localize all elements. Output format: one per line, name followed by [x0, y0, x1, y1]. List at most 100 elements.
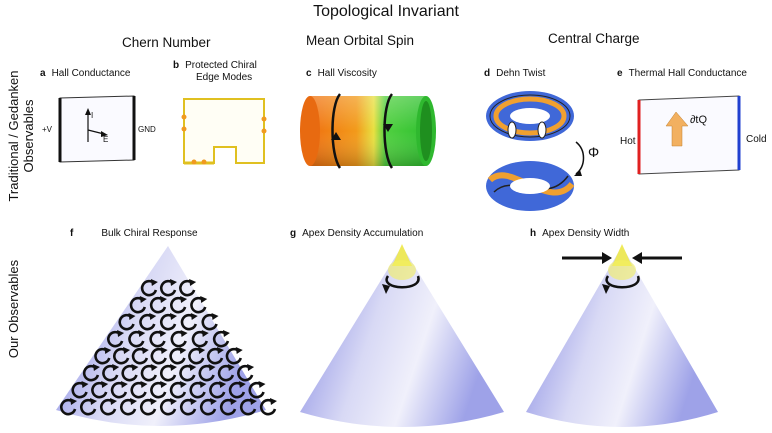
- swirl-arrowhead: [112, 364, 120, 371]
- swirl-arrowhead: [227, 364, 235, 371]
- swirl-arrowhead: [123, 347, 131, 354]
- swirl-arrow: [82, 364, 100, 382]
- swirl-arrowhead: [138, 330, 146, 337]
- swirl-arrow: [120, 398, 137, 416]
- panel-d-letter: d: [484, 68, 491, 79]
- swirl-arrow: [121, 364, 138, 382]
- panel-d-phi-symbol: Φ: [588, 144, 600, 160]
- column-heading-central-charge: Central Charge: [548, 31, 640, 46]
- swirl-arrowhead: [139, 296, 147, 303]
- panel-f-cone: [56, 246, 277, 426]
- swirl-arrow: [237, 364, 254, 382]
- panel-f-swirl-arrows: [60, 279, 277, 416]
- swirl-arrow: [228, 381, 246, 399]
- row-label-our-observables: Our Observables: [6, 259, 21, 359]
- swirl-arrowhead: [269, 398, 277, 405]
- panel-b-title-line2: Edge Modes: [196, 72, 253, 83]
- swirl-arrowhead: [170, 279, 177, 286]
- swirl-arrowhead: [140, 381, 148, 388]
- swirl-arrow: [169, 347, 186, 365]
- swirl-arrow: [110, 381, 128, 399]
- swirl-arrow: [179, 398, 197, 416]
- swirl-arrow: [219, 398, 237, 416]
- swirl-arrow: [113, 347, 130, 365]
- swirl-arrowhead: [189, 364, 197, 371]
- swirl-arrowhead: [131, 364, 139, 371]
- swirl-arrow: [102, 364, 119, 382]
- swirl-arrow: [179, 279, 196, 297]
- column-heading-chern-number: Chern Number: [122, 35, 211, 50]
- swirl-arrowhead: [235, 347, 243, 354]
- swirl-arrowhead: [160, 381, 168, 388]
- swirl-arrow: [100, 398, 117, 416]
- swirl-arrowhead: [222, 330, 230, 337]
- swirl-arrow: [169, 381, 187, 399]
- swirl-arrow: [199, 398, 217, 416]
- swirl-arrow: [118, 313, 135, 331]
- panel-g-cone: [300, 244, 504, 427]
- swirl-arrow: [160, 364, 177, 382]
- swirl-arrow: [149, 330, 166, 348]
- swirl-arrowhead: [179, 347, 187, 354]
- panel-g-letter: g: [290, 228, 297, 239]
- swirl-arrowhead: [200, 296, 208, 303]
- swirl-arrowhead: [209, 398, 217, 405]
- swirl-arrowhead: [149, 313, 157, 320]
- swirl-arrow: [80, 398, 97, 416]
- swirl-arrow: [190, 296, 207, 314]
- panel-h-cone: [526, 244, 718, 427]
- swirl-arrowhead: [180, 330, 188, 337]
- swirl-arrow: [107, 330, 124, 348]
- swirl-arrow: [170, 330, 187, 348]
- swirl-arrow: [150, 347, 167, 365]
- swirl-arrowhead: [170, 364, 177, 371]
- swirl-arrow: [180, 313, 198, 331]
- swirl-arrowhead: [120, 381, 128, 388]
- swirl-arrowhead: [189, 398, 197, 405]
- swirl-arrow: [191, 330, 209, 348]
- swirl-arrowhead: [258, 381, 266, 388]
- swirl-arrowhead: [180, 296, 188, 303]
- swirl-arrow: [189, 381, 206, 399]
- swirl-arrowhead: [110, 398, 118, 405]
- panel-a-field-label: E: [103, 135, 109, 144]
- swirl-arrow: [201, 313, 218, 331]
- panel-e-heat-flux-label: ∂tQ: [690, 114, 708, 126]
- swirl-arrowhead: [150, 398, 158, 405]
- swirl-arrowhead: [208, 364, 216, 371]
- row-label-traditional: Traditional / Gedanken Observables: [6, 66, 36, 206]
- panel-a-hall-bar: [58, 95, 136, 163]
- panel-a-current-label: I: [91, 111, 94, 120]
- panel-e-title: Thermal Hall Conductance: [628, 68, 747, 79]
- swirl-arrowhead: [211, 313, 219, 320]
- panel-e-thermal-bar: [637, 95, 741, 175]
- swirl-arrowhead: [229, 398, 237, 405]
- swirl-arrow: [129, 296, 147, 314]
- swirl-arrowhead: [130, 398, 138, 405]
- swirl-arrow: [131, 347, 149, 365]
- panel-a-ground-label: GND: [138, 125, 156, 134]
- swirl-arrow: [239, 398, 257, 416]
- swirl-arrowhead: [160, 347, 168, 354]
- swirl-arrow: [140, 279, 158, 297]
- swirl-arrowhead: [117, 330, 125, 337]
- panel-e-label: e Thermal Hall Conductance: [617, 68, 747, 79]
- swirl-arrowhead: [216, 347, 224, 354]
- swirl-arrow: [150, 381, 167, 399]
- swirl-arrow: [71, 381, 88, 399]
- panel-a-title: Hall Conductance: [51, 68, 131, 79]
- swirl-arrow: [170, 296, 187, 314]
- swirl-arrowhead: [104, 347, 112, 354]
- panel-d-torus-diagram: [486, 91, 575, 211]
- panel-e-cold-label: Cold: [746, 134, 767, 145]
- swirl-arrow: [209, 381, 226, 399]
- swirl-arrow: [160, 279, 177, 297]
- panel-e-letter: e: [617, 68, 623, 79]
- swirl-arrow: [248, 381, 265, 399]
- swirl-arrow: [259, 398, 277, 416]
- figure-title: Topological Invariant: [313, 3, 459, 20]
